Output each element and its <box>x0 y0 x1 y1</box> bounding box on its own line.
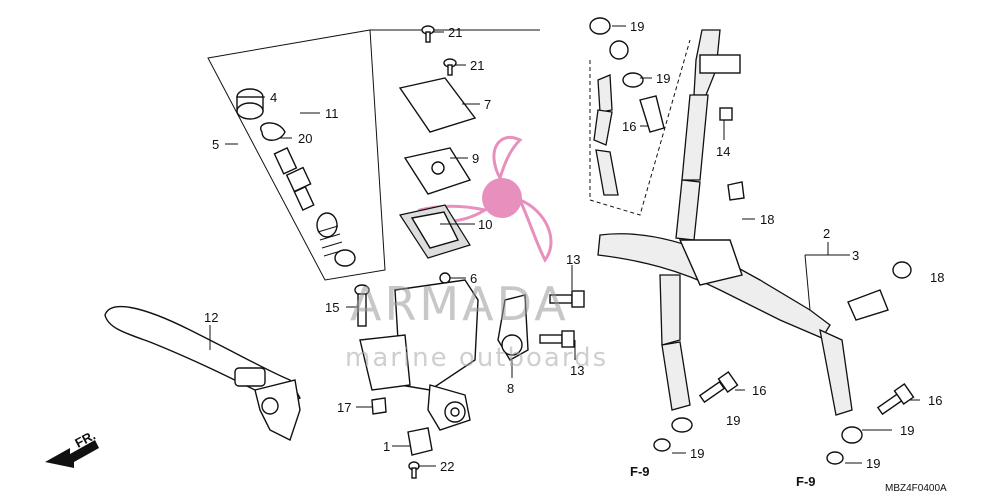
diagram-code: MBZ4F0400A <box>885 483 947 494</box>
callout-18-upper: 18 <box>760 212 774 227</box>
callout-3: 3 <box>852 248 859 263</box>
callout-21-upper: 21 <box>448 25 462 40</box>
part-17-bolt <box>371 397 387 415</box>
callout-19-bottom-left: 19 <box>690 446 704 461</box>
part-15-screw <box>354 284 370 327</box>
front-arrow: FR. <box>45 428 99 468</box>
callout-5: 5 <box>212 137 219 152</box>
callout-19-middle: 19 <box>726 413 740 428</box>
part-7-reservoir-lid <box>398 77 477 133</box>
brake-hose-lower-right <box>819 261 912 465</box>
callout-1: 1 <box>383 439 390 454</box>
brake-hose-lower-left <box>653 274 693 452</box>
callout-16-right: 16 <box>928 393 942 408</box>
callout-19-top: 19 <box>630 19 644 34</box>
callout-13-lower: 13 <box>570 363 584 378</box>
callout-20: 20 <box>298 131 312 146</box>
leader-lines <box>209 25 920 467</box>
part-8-holder <box>497 294 529 361</box>
part-1-switch <box>407 427 433 456</box>
callout-18-lower: 18 <box>930 270 944 285</box>
callout-11: 11 <box>325 106 339 121</box>
part-5-piston <box>273 147 356 267</box>
part-20-clip <box>259 122 286 141</box>
part-22-screw <box>408 461 420 479</box>
part-13-bolt-lower <box>539 330 575 348</box>
callout-19-right: 19 <box>900 423 914 438</box>
callout-12: 12 <box>204 310 218 325</box>
callout-13-upper: 13 <box>566 252 580 267</box>
callout-2: 2 <box>823 226 830 241</box>
part-9-plate <box>403 147 472 195</box>
callout-9: 9 <box>472 151 479 166</box>
callout-6: 6 <box>470 271 477 286</box>
part-21-screw-upper <box>421 25 435 43</box>
part-4-cap <box>236 88 264 120</box>
brake-hose-upper <box>589 17 665 196</box>
callout-16-upper: 16 <box>622 119 636 134</box>
part-13-bolt-upper <box>549 290 585 308</box>
brake-hose-main <box>597 29 831 339</box>
part-16-bolt-b <box>876 383 915 416</box>
master-cylinder-body <box>359 279 479 431</box>
callout-19-bottom-right: 19 <box>866 456 880 471</box>
part-12-lever <box>104 305 301 441</box>
part-21-screw-lower <box>443 58 457 76</box>
watermark-tagline: marine outboards <box>345 343 608 373</box>
callout-4: 4 <box>270 90 277 105</box>
watermark-brand: ARMADA <box>350 277 569 331</box>
part-16-bolt-a <box>698 371 739 404</box>
part-10-diaphragm <box>399 204 471 259</box>
reference-f9-right: F-9 <box>796 474 816 489</box>
callout-21-lower: 21 <box>470 58 484 73</box>
callout-7: 7 <box>484 97 491 112</box>
callout-15: 15 <box>325 300 339 315</box>
callout-numbers: 4 11 20 5 21 21 7 9 10 6 12 15 17 1 22 8… <box>204 19 944 474</box>
reference-f9-left: F-9 <box>630 464 650 479</box>
callout-16-middle: 16 <box>752 383 766 398</box>
callout-17: 17 <box>337 400 351 415</box>
callout-22: 22 <box>440 459 454 474</box>
frame-lever-group <box>207 29 386 281</box>
frame-hose-upper <box>589 39 691 216</box>
callout-8: 8 <box>507 381 514 396</box>
callout-19-second: 19 <box>656 71 670 86</box>
callout-14: 14 <box>716 144 730 159</box>
callout-10: 10 <box>478 217 492 232</box>
